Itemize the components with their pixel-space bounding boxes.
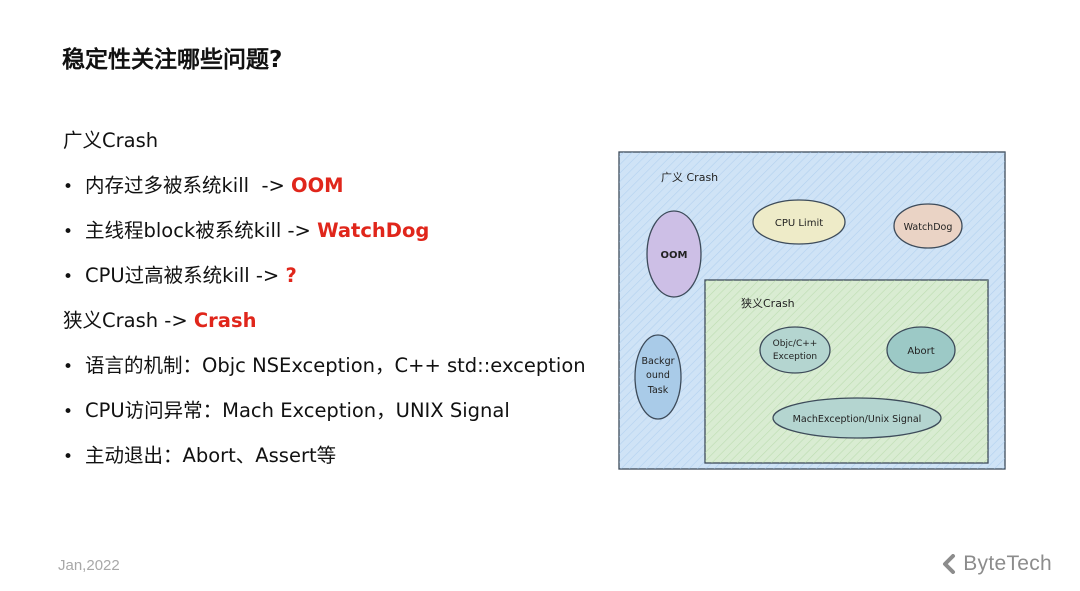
accent-text: Crash — [193, 309, 257, 332]
bullet-item: • 主线程block被系统kill -> WatchDog — [63, 216, 603, 261]
bytetech-logo-text: ByteTech — [963, 552, 1052, 575]
bullet-item: • CPU过高被系统kill -> ? — [63, 261, 603, 306]
background-task-label-2: ound — [646, 370, 670, 381]
line-text: 主线程block被系统kill -> — [85, 219, 318, 242]
bullet-glyph: • — [63, 402, 74, 422]
crash-diagram: 广义 Crash 狭义Crash OOM CPU Limit WatchDog … — [618, 151, 1006, 470]
bytetech-logo-icon — [943, 554, 956, 574]
accent-text: OOM — [291, 174, 344, 197]
bullet-glyph: • — [63, 267, 74, 287]
oom-node: OOM — [646, 210, 702, 298]
background-task-label-3: Task — [647, 385, 669, 396]
line-text: CPU过高被系统kill -> — [85, 264, 286, 287]
line-text: CPU访问异常：Mach Exception，UNIX Signal — [85, 399, 510, 422]
watchdog-node: WatchDog — [893, 203, 963, 249]
section-heading: 广义Crash — [63, 126, 603, 171]
cpu-limit-node: CPU Limit — [752, 199, 846, 245]
bullet-glyph: • — [63, 447, 74, 467]
background-task-label-1: Backgr — [642, 356, 675, 367]
bullet-glyph: • — [63, 357, 74, 377]
mach-unix-label: MachException/Unix Signal — [793, 414, 922, 425]
line-text: 狭义Crash -> — [63, 309, 194, 332]
bullet-glyph: • — [63, 177, 74, 197]
abort-label: Abort — [907, 346, 934, 357]
abort-node: Abort — [886, 326, 956, 374]
line-text: 广义Crash — [63, 129, 159, 152]
line-text: 内存过多被系统kill -> — [85, 174, 292, 197]
bullet-item: • 主动退出：Abort、Assert等 — [63, 441, 603, 486]
background-task-node: Backgr ound Task — [634, 334, 682, 420]
accent-text: WatchDog — [317, 219, 430, 242]
cpu-limit-label: CPU Limit — [775, 218, 823, 229]
objc-cpp-label-1: Objc/C++ — [773, 339, 818, 349]
objc-cpp-node: Objc/C++ Exception — [759, 326, 831, 374]
outer-crash-label: 广义 Crash — [661, 171, 718, 184]
bullet-item: • CPU访问异常：Mach Exception，UNIX Signal — [63, 396, 603, 441]
watchdog-label: WatchDog — [904, 222, 953, 233]
objc-cpp-label-2: Exception — [773, 352, 817, 362]
accent-text: ? — [285, 264, 297, 287]
inner-crash-label: 狭义Crash — [741, 297, 795, 310]
oom-label: OOM — [661, 250, 688, 261]
bytetech-logo: ByteTech — [941, 552, 1052, 576]
section-heading: 狭义Crash -> Crash — [63, 306, 603, 351]
mach-unix-node: MachException/Unix Signal — [772, 397, 942, 439]
bullet-item: • 内存过多被系统kill -> OOM — [63, 171, 603, 216]
line-text: 语言的机制：Objc NSException，C++ std::exceptio… — [85, 354, 586, 377]
line-text: 主动退出：Abort、Assert等 — [85, 444, 337, 467]
slide-content: 广义Crash • 内存过多被系统kill -> OOM • 主线程block被系统ki… — [63, 126, 603, 486]
bullet-item: • 语言的机制：Objc NSException，C++ std::excepti… — [63, 351, 603, 396]
bullet-glyph: • — [63, 222, 74, 242]
footer-date: Jan,2022 — [58, 557, 120, 574]
slide-title: 稳定性关注哪些问题? — [62, 47, 283, 73]
